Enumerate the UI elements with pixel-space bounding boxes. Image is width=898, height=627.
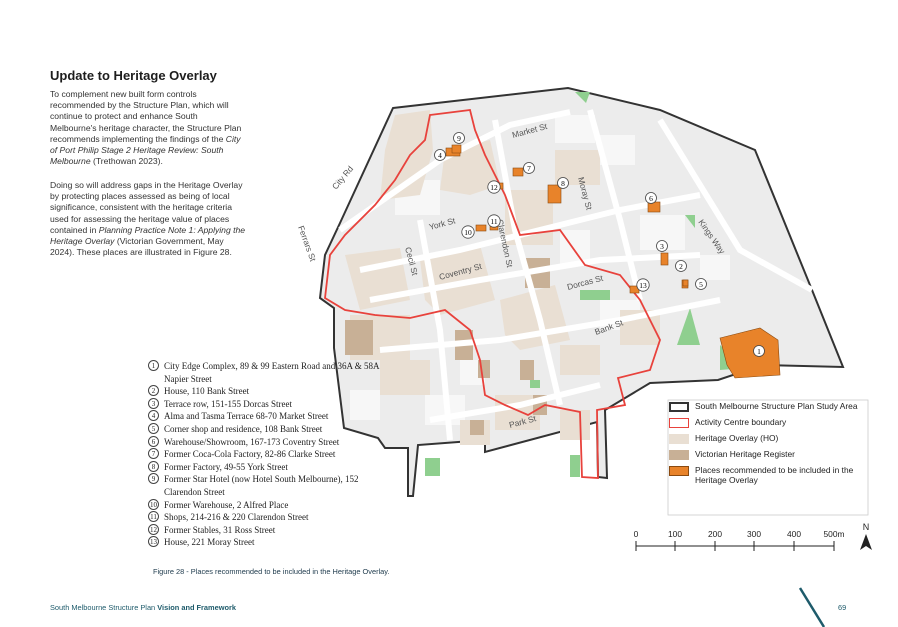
map-marker-8: 8: [557, 177, 569, 189]
scale-tick-300: 300: [747, 529, 761, 539]
section-heading: Update to Heritage Overlay: [50, 68, 217, 83]
street-label-ferrars: Ferrars St: [296, 224, 318, 263]
legend-heritage-overlay: Heritage Overlay (HO): [669, 433, 869, 444]
svg-text:12: 12: [490, 183, 498, 192]
svg-text:N: N: [863, 522, 870, 532]
street-lines: [338, 109, 814, 441]
svg-text:4: 4: [438, 151, 442, 160]
map-marker-13: 13: [636, 278, 650, 292]
map-marker-5: 5: [695, 278, 707, 290]
legend-activity-centre: Activity Centre boundary: [669, 417, 869, 428]
recommended-places: [445, 144, 781, 379]
activity-centre-boundary: [324, 109, 661, 479]
svg-text:2: 2: [679, 262, 683, 271]
map-marker-3: 3: [656, 240, 668, 252]
map-marker-11: 11: [487, 214, 501, 228]
intro-paragraph: To complement new built form controls re…: [50, 89, 242, 167]
svg-text:5: 5: [699, 280, 703, 289]
scale-tick-0: 0: [634, 529, 639, 539]
scale-tick-200: 200: [708, 529, 722, 539]
svg-text:1: 1: [757, 347, 761, 356]
figure-caption: Figure 28 - Places recommended to be inc…: [153, 567, 390, 576]
svg-text:3: 3: [660, 242, 664, 251]
map-marker-12: 12: [487, 180, 501, 194]
page-number: 69: [838, 603, 847, 612]
place-markers: 1 2 3 4 5 6 7 8 9 10 11 12 13: [434, 132, 765, 357]
map-legend: South Melbourne Structure Plan Study Are…: [669, 401, 869, 514]
legend-study-area: South Melbourne Structure Plan Study Are…: [669, 401, 869, 412]
scale-tick-100: 100: [668, 529, 682, 539]
svg-text:13: 13: [639, 281, 647, 290]
map-marker-10: 10: [461, 225, 475, 239]
svg-text:11: 11: [490, 217, 497, 226]
legend-places: Places recommended to be included in the…: [669, 465, 869, 485]
svg-text:7: 7: [527, 164, 531, 173]
scale-bar: 0 100 200 300 400 500m: [634, 529, 845, 551]
scale-tick-500m: 500m: [824, 529, 845, 539]
legend-box: [667, 399, 869, 516]
map-marker-9: 9: [453, 132, 465, 144]
scale-tick-400: 400: [787, 529, 801, 539]
svg-text:9: 9: [457, 134, 461, 143]
footer-title: South Melbourne Structure Plan Vision an…: [50, 603, 236, 612]
map-marker-4: 4: [434, 149, 446, 161]
svg-text:8: 8: [561, 179, 565, 188]
map-marker-2: 2: [675, 260, 687, 272]
gaps-paragraph: Doing so will address gaps in the Herita…: [50, 180, 246, 258]
street-label-city-rd: City Rd: [330, 164, 356, 192]
north-arrow-icon: N: [860, 522, 872, 550]
legend-vhr: Victorian Heritage Register: [669, 449, 869, 460]
svg-text:6: 6: [649, 194, 653, 203]
map-marker-6: 6: [645, 192, 657, 204]
map-marker-1: 1: [753, 345, 765, 357]
svg-text:10: 10: [464, 228, 472, 237]
map-marker-7: 7: [523, 162, 535, 174]
